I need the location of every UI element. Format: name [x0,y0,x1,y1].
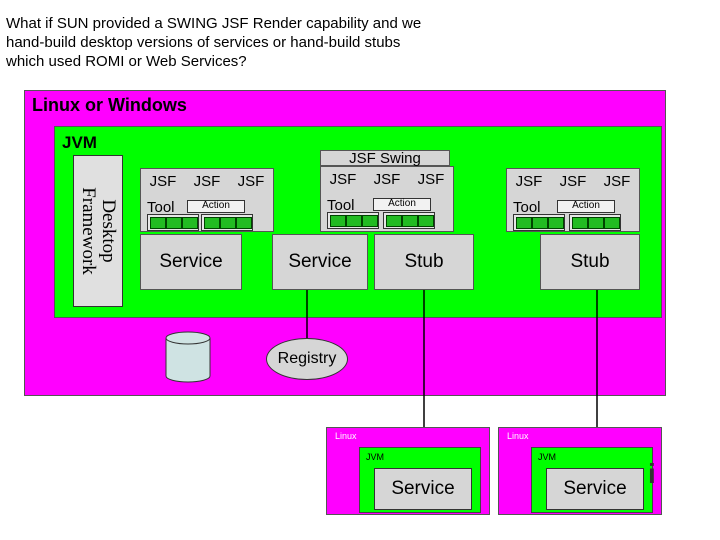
tool-label: Tool [147,199,175,216]
component-block [604,217,620,229]
remote-host-1: Linux JVM Service [326,427,490,515]
component-block [182,217,198,229]
jsf-row: JSF JSF JSF [321,171,453,188]
remote-jvm-label: JVM [366,452,384,462]
jsf-label: JSF [373,171,401,188]
component-block [548,217,564,229]
remote-jvm: JVM Service [531,447,653,513]
remote-jvm: JVM Service [359,447,481,513]
component-block [346,215,362,227]
component-block [236,217,252,229]
service-box-1: Service [140,234,242,290]
component-block [516,217,532,229]
component-block [150,217,166,229]
service-box-2: Service [272,234,368,290]
registry-node: Registry [266,338,348,380]
stub-box-2: Stub [540,234,640,290]
jsf-label: JSF [193,173,221,190]
jsf-label: JSF [559,173,587,190]
host-label: Linux or Windows [32,95,187,115]
component-block [166,217,182,229]
remote-service-box: Service [546,468,644,510]
component-block [588,217,604,229]
component-shelf [147,214,199,231]
component-block [220,217,236,229]
jsf-label: JSF [329,171,357,188]
component-shelf [201,214,253,231]
component-shelf [569,214,621,231]
database-icon [165,331,211,383]
jsf-panel-1: JSF JSF JSF Tool Action [140,168,274,232]
component-shelf [513,214,565,231]
question-text: What if SUN provided a SWING JSF Render … [6,15,422,70]
action-label: Action [373,198,431,211]
component-block [386,215,402,227]
component-shelf [327,212,379,229]
component-block [532,217,548,229]
action-label: Action [557,200,615,213]
trailing-glyph: i [648,458,656,489]
jsf-label: JSF [149,173,177,190]
stub-box-1: Stub [374,234,474,290]
tool-label: Tool [513,199,541,216]
component-block [418,215,434,227]
jsf-row: JSF JSF JSF [141,173,273,190]
jsf-label: JSF [603,173,631,190]
remote-jvm-label: JVM [538,452,556,462]
component-block [402,215,418,227]
component-block [572,217,588,229]
component-block [204,217,220,229]
jsf-panel-2: JSF JSF JSF Tool Action [320,166,454,232]
jsf-label: JSF [417,171,445,188]
component-block [330,215,346,227]
remote-service-box: Service [374,468,472,510]
remote-host-os-label: Linux [507,431,529,441]
jsf-swing-label: JSF Swing [349,150,421,167]
desktop-framework: Desktop Framework [73,155,123,307]
remote-host-os-label: Linux [335,431,357,441]
component-shelf [383,212,435,229]
remote-host-2: Linux JVM Service [498,427,662,515]
tool-label: Tool [327,197,355,214]
jsf-label: JSF [515,173,543,190]
jsf-row: JSF JSF JSF [507,173,639,190]
jsf-label: JSF [237,173,265,190]
jsf-swing-bar [320,150,450,166]
component-block [362,215,378,227]
jvm-label: JVM [62,133,97,152]
jsf-panel-3: JSF JSF JSF Tool Action [506,168,640,232]
action-label: Action [187,200,245,213]
